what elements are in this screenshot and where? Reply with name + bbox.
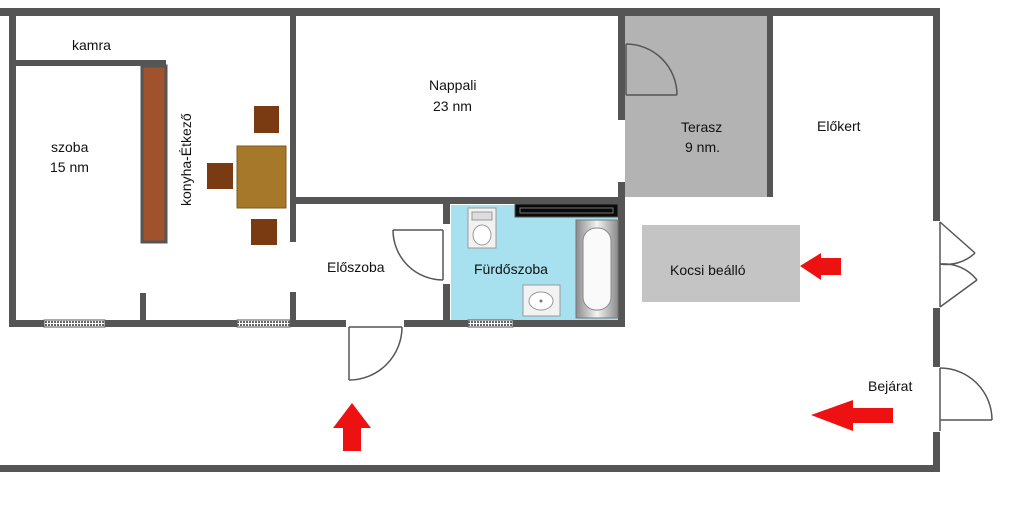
chair-bottom xyxy=(251,219,277,245)
label-kamra: kamra xyxy=(72,37,111,53)
interior-walls xyxy=(16,16,773,327)
label-furdoszoba: Fürdőszoba xyxy=(474,261,548,277)
chair-left xyxy=(207,163,233,189)
radiator xyxy=(514,203,619,218)
label-szoba: szoba xyxy=(51,139,89,155)
label-kocsi: Kocsi beálló xyxy=(670,262,746,278)
label-nappali-area: 23 nm xyxy=(433,98,472,114)
label-konyha: konyha-Étkező xyxy=(178,113,194,206)
sink xyxy=(522,284,561,317)
arrow-left-parking xyxy=(800,253,841,280)
doors xyxy=(348,43,993,431)
label-terasz: Terasz xyxy=(681,119,722,135)
bathtub xyxy=(575,219,619,319)
toilet xyxy=(467,207,497,249)
arrow-up-house xyxy=(333,403,371,451)
house-windows xyxy=(43,319,514,328)
terrace-floor xyxy=(625,16,772,197)
label-nappali: Nappali xyxy=(429,77,476,93)
label-terasz-area: 9 nm. xyxy=(685,139,720,155)
label-szoba-area: 15 nm xyxy=(50,159,89,175)
label-eloszoba: Előszoba xyxy=(327,259,385,275)
outer-walls xyxy=(0,8,940,472)
kitchen-counter xyxy=(140,64,168,244)
label-elokert: Előkert xyxy=(817,118,861,134)
parking-area xyxy=(642,225,800,302)
arrow-left-entrance xyxy=(811,400,893,431)
label-bejarat: Bejárat xyxy=(868,378,912,394)
chair-top xyxy=(254,106,279,133)
dining-table xyxy=(236,145,287,209)
